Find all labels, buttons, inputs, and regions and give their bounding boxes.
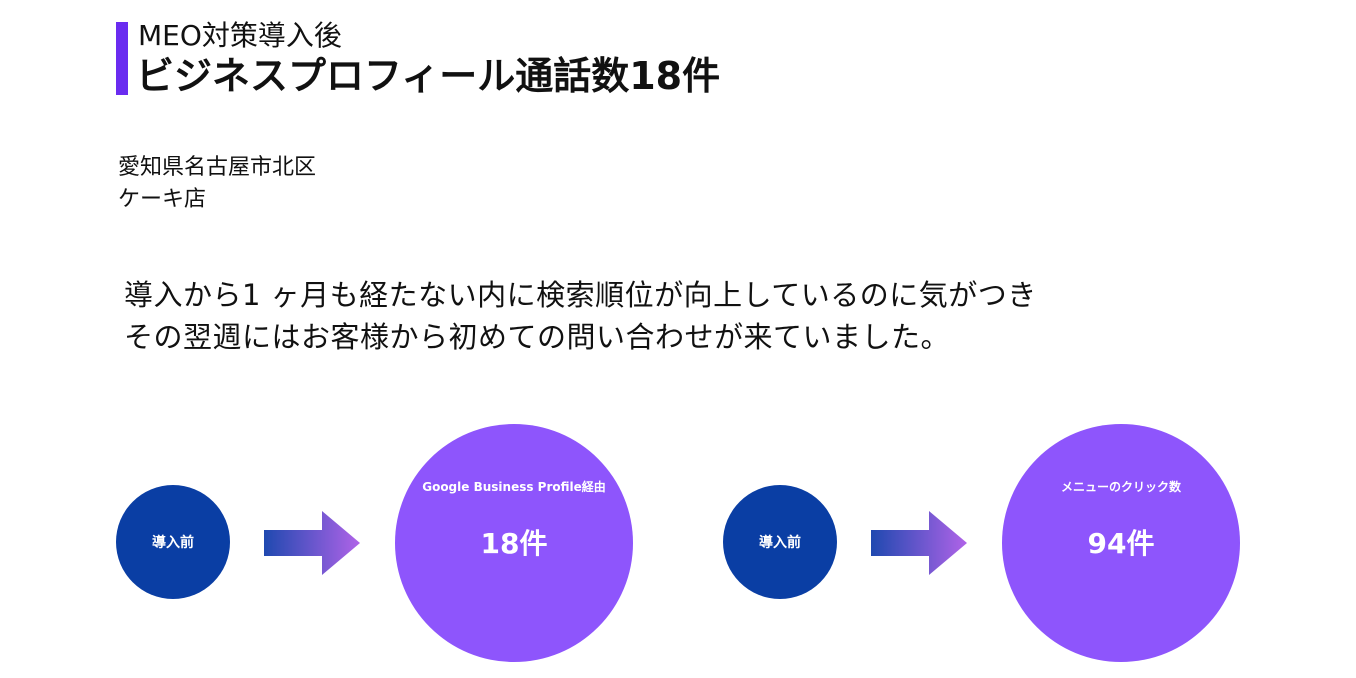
before-circle: 導入前 — [116, 485, 230, 599]
metric-value: 18件 — [480, 527, 548, 560]
right-arrow-icon — [871, 511, 967, 575]
before-circle: 導入前 — [723, 485, 837, 599]
accent-bar — [116, 22, 128, 95]
section-subtitle: MEO対策導入後 — [138, 19, 342, 52]
metric-label: Google Business Profile経由 — [422, 480, 606, 494]
metric-value: 94件 — [1087, 527, 1155, 560]
location-info: 愛知県名古屋市北区 ケーキ店 — [118, 152, 316, 216]
case-description: 導入から1 ヶ月も経たない内に検索順位が向上しているのに気がつき その翌週にはお… — [124, 274, 1037, 358]
business-type: ケーキ店 — [118, 187, 207, 212]
section-title: ビジネスプロフィール通話数18件 — [136, 54, 721, 98]
right-arrow-icon — [264, 511, 360, 575]
description-line-2: その翌週にはお客様から初めての問い合わせが来ていました。 — [124, 320, 951, 354]
before-label: 導入前 — [152, 535, 194, 551]
location-area: 愛知県名古屋市北区 — [118, 155, 317, 180]
before-label: 導入前 — [759, 535, 801, 551]
after-circle: メニューのクリック数 94件 — [1002, 424, 1240, 662]
after-circle: Google Business Profile経由 18件 — [395, 424, 633, 662]
metric-label: メニューのクリック数 — [1060, 480, 1181, 494]
description-line-1: 導入から1 ヶ月も経たない内に検索順位が向上しているのに気がつき — [124, 278, 1037, 312]
